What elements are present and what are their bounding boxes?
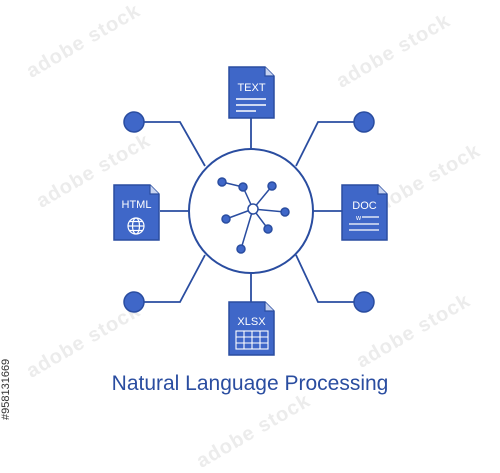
node-top-right [353,111,375,133]
node-bottom-right [353,291,375,313]
connector-top-right [295,121,362,167]
node-top-left [123,111,145,133]
network-icon [217,177,290,254]
connector-bottom-right [295,254,362,303]
html-document-icon: HTML [113,184,160,241]
globe-icon [127,217,145,235]
html-document-label: HTML [122,199,152,211]
spreadsheet-document-icon: XLSX [228,301,275,356]
node-bottom-left [123,291,145,313]
connector-bottom-left [135,254,206,303]
xlsx-document-label: XLSX [237,316,266,328]
diagram-title: Natural Language Processing [111,372,389,395]
text-document-label: TEXT [237,82,265,94]
text-document-icon: TEXT [228,66,275,119]
grid-icon [235,330,269,350]
connector-top-left [135,121,206,167]
doc-document-icon: DOC w [341,184,388,241]
doc-w-glyph: w [355,215,362,222]
doc-document-label: DOC [352,200,377,212]
